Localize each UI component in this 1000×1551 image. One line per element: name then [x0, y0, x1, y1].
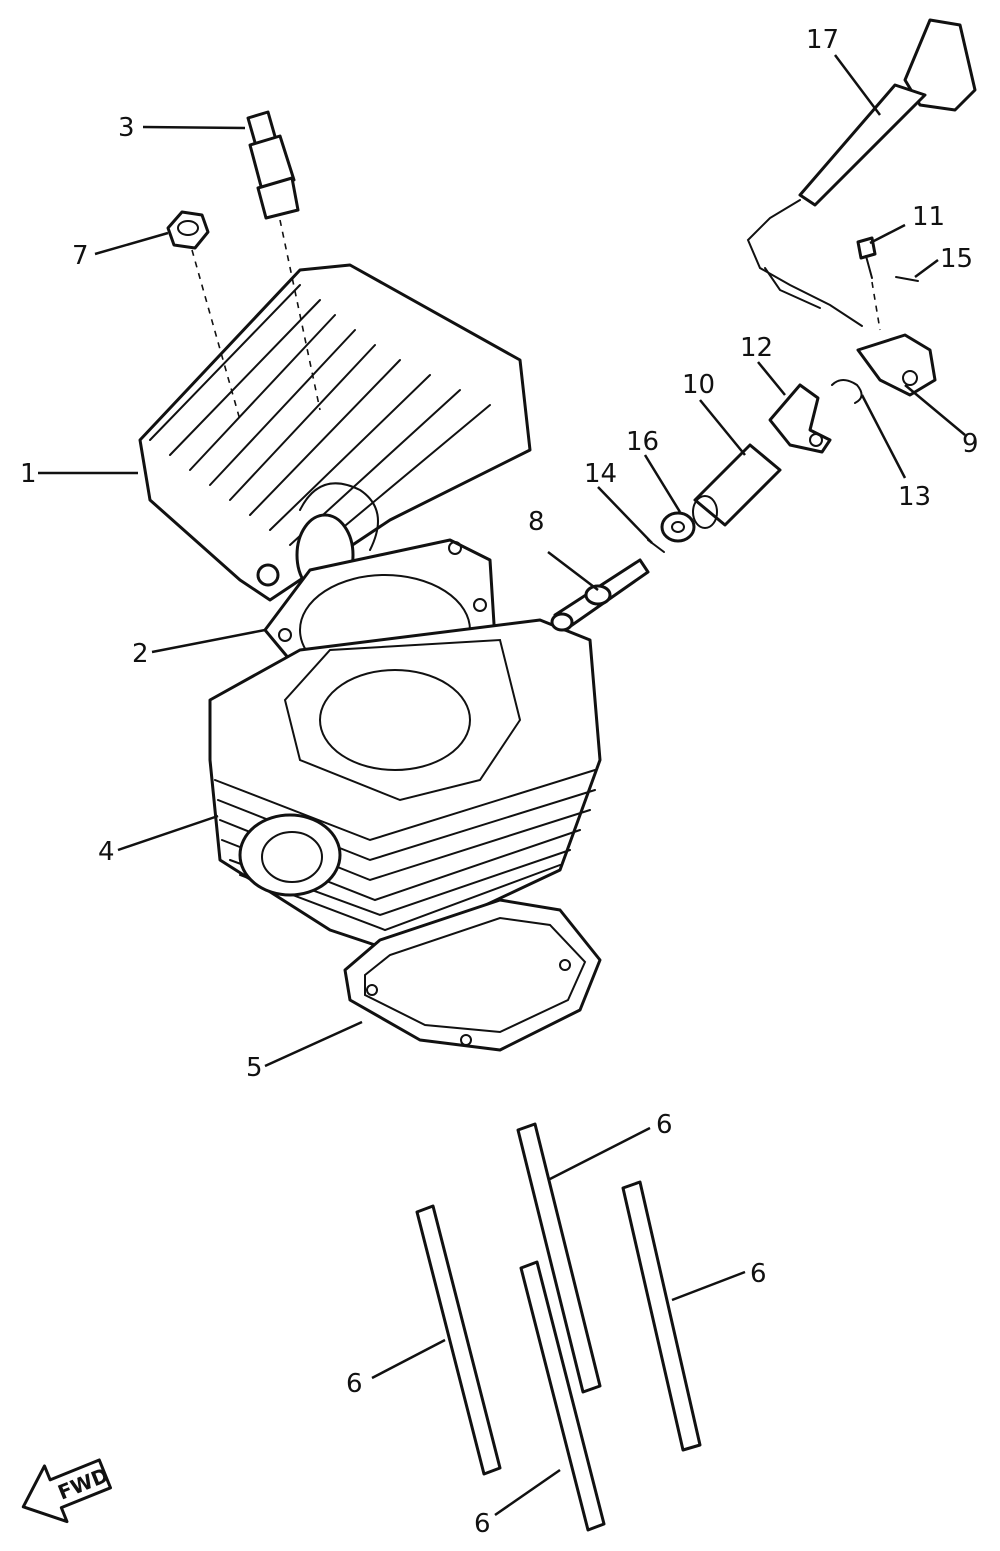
callout-5: 5 [246, 1053, 263, 1083]
callout-6-c: 6 [346, 1369, 363, 1399]
leader-lines [38, 54, 966, 1517]
callout-7: 7 [72, 241, 89, 271]
callout-3: 3 [118, 113, 135, 143]
callout-10: 10 [682, 370, 715, 400]
callout-16: 16 [626, 427, 659, 457]
cylinder-head [138, 263, 532, 602]
cylinder-block [208, 618, 602, 952]
callout-9: 9 [962, 429, 979, 459]
callout-17: 17 [806, 25, 839, 55]
callout-labels: 1 2 3 4 5 6 6 6 6 6 7 8 9 10 11 12 13 14… [20, 25, 979, 1539]
decompression-assembly [550, 18, 977, 632]
callout-6-d: 6 [474, 1509, 491, 1539]
base-gasket [343, 898, 602, 1052]
callout-6-a: 6 [656, 1110, 673, 1140]
callout-15: 15 [940, 244, 973, 274]
callout-8: 8 [528, 507, 545, 537]
forward-arrow: FWD [21, 1458, 112, 1524]
callout-2: 2 [132, 639, 149, 669]
callout-11: 11 [912, 202, 945, 232]
callout-6-b: 6 [750, 1259, 767, 1289]
spark-plug [246, 110, 321, 411]
stud-bolts [415, 1122, 702, 1532]
callout-4: 4 [98, 837, 115, 867]
callout-1: 1 [20, 459, 37, 489]
head-nut [166, 210, 241, 421]
callout-14: 14 [584, 459, 617, 489]
callout-13: 13 [898, 482, 931, 512]
callout-12: 12 [740, 333, 773, 363]
